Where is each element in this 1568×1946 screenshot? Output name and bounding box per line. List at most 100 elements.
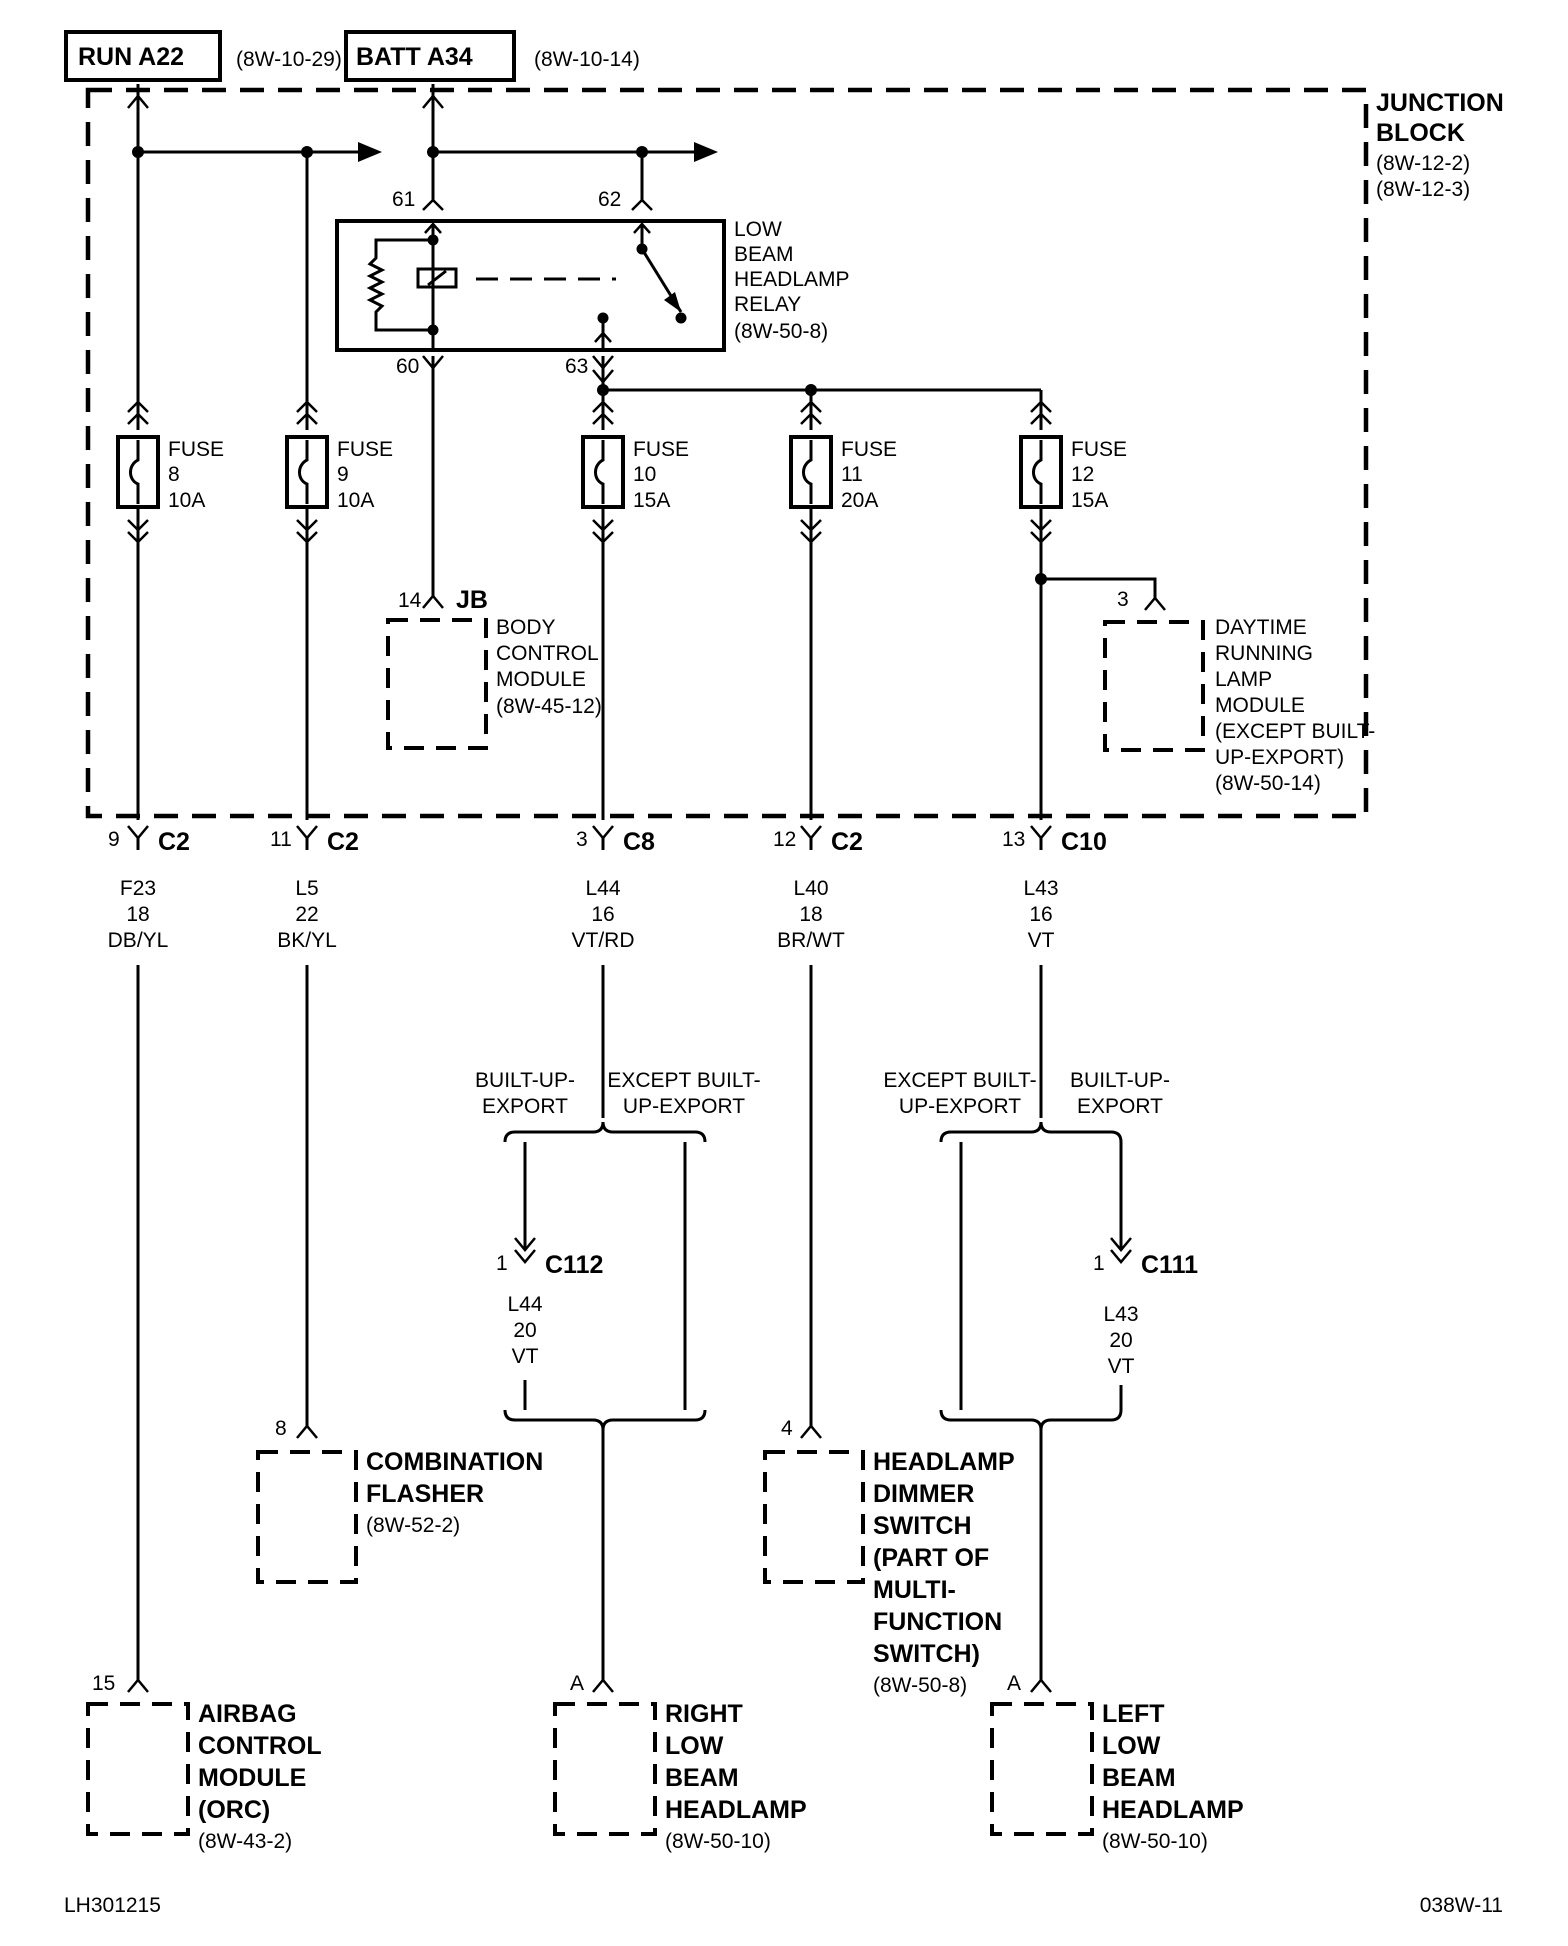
dimmer-pin: 4 [781, 1417, 793, 1440]
svg-text:HEADLAMP: HEADLAMP [1102, 1796, 1244, 1824]
svg-text:LEFT: LEFT [1102, 1700, 1165, 1728]
svg-text:C112: C112 [545, 1251, 603, 1279]
svg-text:20: 20 [513, 1319, 536, 1342]
svg-text:LOW: LOW [734, 218, 782, 241]
relay-pin-62: 62 [598, 188, 621, 211]
svg-text:18: 18 [799, 903, 822, 926]
svg-text:FUSE: FUSE [841, 438, 897, 461]
run-a22-ref: (8W-10-29) [236, 48, 342, 71]
wire-l44-label: L44 16 VT/RD [572, 877, 635, 952]
svg-text:L5: L5 [295, 877, 318, 900]
svg-text:(ORC): (ORC) [198, 1796, 270, 1824]
left-lamp-pin: A [1007, 1672, 1021, 1695]
wire-f23-label: F23 18 DB/YL [108, 877, 169, 952]
svg-text:FUSE: FUSE [1071, 438, 1127, 461]
svg-text:(8W-43-2): (8W-43-2) [198, 1830, 292, 1853]
svg-text:15A: 15A [633, 489, 670, 512]
svg-text:COMBINATION: COMBINATION [366, 1448, 543, 1476]
svg-text:C10: C10 [1061, 828, 1107, 856]
svg-text:L43: L43 [1103, 1303, 1138, 1326]
svg-text:BEAM: BEAM [734, 243, 794, 266]
svg-text:L43: L43 [1023, 877, 1058, 900]
svg-text:60: 60 [396, 355, 419, 378]
right-lamp-pin: A [570, 1672, 584, 1695]
svg-text:JUNCTION: JUNCTION [1376, 89, 1504, 117]
svg-text:DB/YL: DB/YL [108, 929, 169, 952]
svg-text:MODULE: MODULE [198, 1764, 306, 1792]
combination-flasher: 8 COMBINATION FLASHER (8W-52-2) [256, 1417, 543, 1584]
relay-pin-61-terminal [422, 198, 444, 211]
wire-l40-label: L40 18 BR/WT [777, 877, 845, 952]
svg-text:RIGHT: RIGHT [665, 1700, 743, 1728]
svg-text:(8W-50-10): (8W-50-10) [665, 1830, 771, 1853]
svg-text:L44: L44 [507, 1293, 542, 1316]
svg-text:(8W-45-12): (8W-45-12) [496, 695, 602, 718]
svg-text:9: 9 [108, 828, 120, 851]
svg-text:11: 11 [270, 828, 292, 851]
svg-text:RELAY: RELAY [734, 293, 801, 316]
svg-text:EXCEPT BUILT-: EXCEPT BUILT- [883, 1069, 1036, 1092]
svg-text:AIRBAG: AIRBAG [198, 1700, 297, 1728]
svg-text:EXCEPT BUILT-: EXCEPT BUILT- [607, 1069, 760, 1092]
svg-text:CONTROL: CONTROL [496, 642, 599, 665]
fuse-8: FUSE 8 10A [116, 400, 224, 820]
fuse-12: FUSE 12 15A [1019, 400, 1127, 820]
svg-text:LOW: LOW [665, 1732, 724, 1760]
connector-c10-pin13: 13 C10 [1002, 825, 1107, 856]
relay-pin-63: 63 [565, 355, 1043, 430]
relay-pin-60: 60 [396, 355, 444, 596]
airbag-control-module: 15 AIRBAG CONTROL MODULE (ORC) (8W-43-2) [86, 1672, 322, 1853]
svg-text:MODULE: MODULE [496, 668, 586, 691]
svg-text:22: 22 [295, 903, 318, 926]
svg-text:VT: VT [1108, 1355, 1135, 1378]
footer-left-code: LH301215 [64, 1894, 161, 1917]
svg-text:F23: F23 [120, 877, 156, 900]
fuse-10: FUSE 10 15A [581, 400, 689, 820]
svg-text:FUNCTION: FUNCTION [873, 1608, 1002, 1636]
run-feed-wires [127, 84, 382, 430]
right-low-beam-headlamp: A RIGHT LOW BEAM HEADLAMP (8W-50-10) [553, 1672, 807, 1853]
svg-text:BK/YL: BK/YL [277, 929, 337, 952]
svg-text:(8W-50-8): (8W-50-8) [873, 1674, 967, 1697]
svg-text:FUSE: FUSE [337, 438, 393, 461]
fuse-9: FUSE 9 10A [285, 400, 393, 820]
wire-l43-label: L43 16 VT [1023, 877, 1058, 952]
svg-text:(8W-50-10): (8W-50-10) [1102, 1830, 1208, 1853]
batt-a34-label: BATT A34 [356, 43, 473, 71]
svg-text:UP-EXPORT): UP-EXPORT) [1215, 746, 1344, 769]
svg-text:63: 63 [565, 355, 588, 378]
svg-text:FUSE: FUSE [168, 438, 224, 461]
svg-text:UP-EXPORT: UP-EXPORT [623, 1095, 745, 1118]
svg-text:HEADLAMP: HEADLAMP [873, 1448, 1015, 1476]
svg-text:HEADLAMP: HEADLAMP [734, 268, 850, 291]
left-low-beam-headlamp: A LEFT LOW BEAM HEADLAMP (8W-50-10) [990, 1672, 1244, 1853]
lower-wire-runs [136, 965, 1043, 1680]
low-beam-relay: 61 62 LOW BEAM HEADLAMP RELAY (8W-50-8) [335, 188, 850, 352]
svg-text:BODY: BODY [496, 616, 556, 639]
svg-text:LAMP: LAMP [1215, 668, 1272, 691]
svg-text:VT: VT [512, 1345, 539, 1368]
svg-text:(8W-50-8): (8W-50-8) [734, 320, 828, 343]
wire-l5-label: L5 22 BK/YL [277, 877, 337, 952]
svg-text:20A: 20A [841, 489, 878, 512]
bcm-pin: 14 [398, 589, 422, 612]
svg-text:DIMMER: DIMMER [873, 1480, 974, 1508]
svg-text:BUILT-UP-: BUILT-UP- [1070, 1069, 1170, 1092]
svg-text:1: 1 [1093, 1252, 1105, 1275]
svg-text:(8W-12-2): (8W-12-2) [1376, 152, 1470, 175]
svg-text:UP-EXPORT: UP-EXPORT [899, 1095, 1021, 1118]
svg-text:BEAM: BEAM [1102, 1764, 1176, 1792]
svg-text:10: 10 [633, 463, 656, 486]
svg-text:C2: C2 [158, 828, 190, 856]
connector-c2-pin11: 11 C2 [270, 825, 359, 856]
daytime-running-lamp-module: 3 DAYTIME RUNNING LAMP MODULE (EXCEPT BU… [1035, 573, 1375, 795]
svg-text:(EXCEPT BUILT-: (EXCEPT BUILT- [1215, 720, 1375, 743]
svg-text:BEAM: BEAM [665, 1764, 739, 1792]
svg-text:(PART OF: (PART OF [873, 1544, 989, 1572]
airbag-pin: 15 [92, 1672, 115, 1695]
svg-text:BR/WT: BR/WT [777, 929, 845, 952]
svg-text:VT: VT [1028, 929, 1055, 952]
left-lamp-branch: EXCEPT BUILT- UP-EXPORT BUILT-UP- EXPORT… [883, 1069, 1198, 1680]
svg-text:DAYTIME: DAYTIME [1215, 616, 1307, 639]
